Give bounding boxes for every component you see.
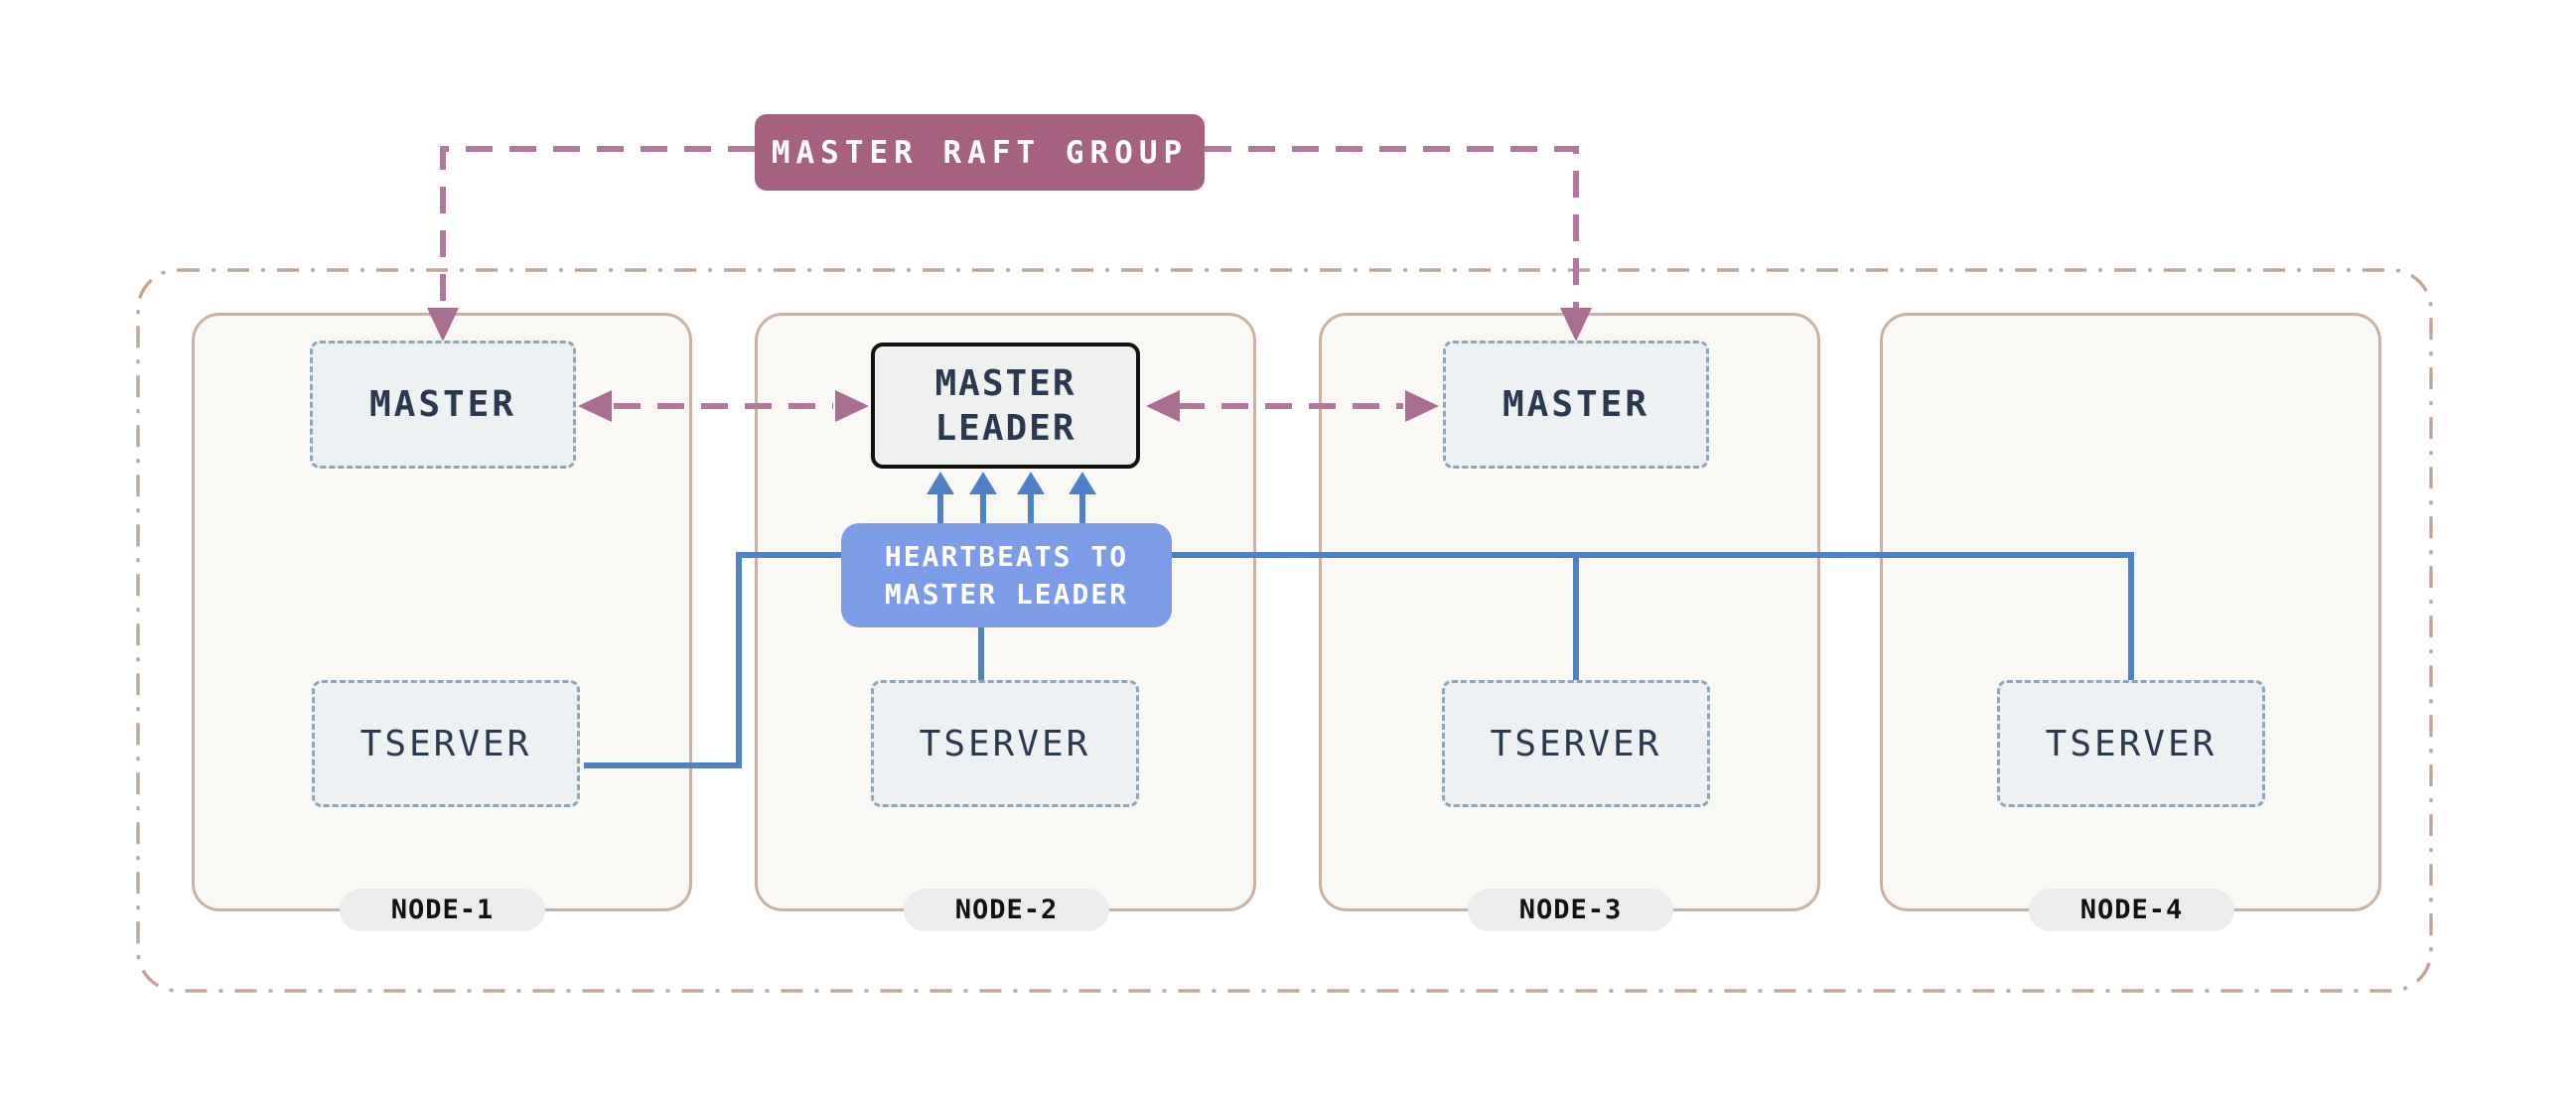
node-4-tserver-label: TSERVER [2045, 723, 2218, 764]
node-4-name-pill: NODE-4 [2029, 889, 2234, 931]
heartbeats-line1: HEARTBEATS TO [884, 539, 1129, 573]
raft-connector-to-node1-master [440, 146, 755, 320]
heartbeats-line2: MASTER LEADER [884, 577, 1129, 611]
node-3-tserver-label: TSERVER [1490, 723, 1662, 764]
node-4-name: NODE-4 [2079, 895, 2184, 925]
heartbeat-branch-tserver1 [584, 552, 742, 768]
master-leader-box: MASTER LEADER [871, 343, 1140, 469]
arrowhead-right-leader [835, 390, 869, 422]
heartbeat-up-arrowhead-1 [927, 472, 954, 494]
node-3-name: NODE-3 [1518, 895, 1623, 925]
master-raft-group-label: MASTER RAFT GROUP [771, 134, 1189, 171]
arrowhead-left-master1 [578, 390, 612, 422]
node-3-master-label: MASTER [1502, 384, 1650, 425]
node-2-name-pill: NODE-2 [904, 889, 1109, 931]
cluster-boundary [136, 268, 2433, 993]
node-1-tserver-label: TSERVER [359, 723, 532, 764]
arrowhead-right-master3 [1405, 390, 1439, 422]
node-1-tserver-box: TSERVER [312, 680, 580, 807]
master-raft-group-banner: MASTER RAFT GROUP [755, 114, 1205, 191]
master-leader-line2: LEADER [934, 407, 1076, 449]
node-4-tserver-box: TSERVER [1997, 680, 2265, 807]
node-2-tserver-box: TSERVER [871, 680, 1139, 807]
heartbeat-up-arrowhead-4 [1069, 472, 1096, 494]
raft-connector-to-node3-master [1205, 146, 1579, 320]
arrowhead-down-node1-master [427, 308, 459, 342]
node-3-tserver-box: TSERVER [1442, 680, 1710, 807]
heartbeat-up-arrowhead-2 [969, 472, 997, 494]
arrowhead-left-leader [1146, 390, 1180, 422]
heartbeats-callout: HEARTBEATS TO MASTER LEADER [841, 523, 1172, 627]
node-2-tserver-label: TSERVER [919, 723, 1091, 764]
arrowhead-down-node3-master [1560, 308, 1592, 342]
master-leader-line1: MASTER [934, 362, 1076, 404]
node-2-name: NODE-2 [954, 895, 1059, 925]
node-1-master-box: MASTER [310, 341, 576, 469]
node-1-name-pill: NODE-1 [340, 889, 545, 931]
node-1-name: NODE-1 [390, 895, 495, 925]
node-3-name-pill: NODE-3 [1468, 889, 1673, 931]
node-3-master-box: MASTER [1443, 341, 1709, 469]
node-1-master-label: MASTER [368, 384, 517, 425]
heartbeat-up-arrowhead-3 [1017, 472, 1045, 494]
